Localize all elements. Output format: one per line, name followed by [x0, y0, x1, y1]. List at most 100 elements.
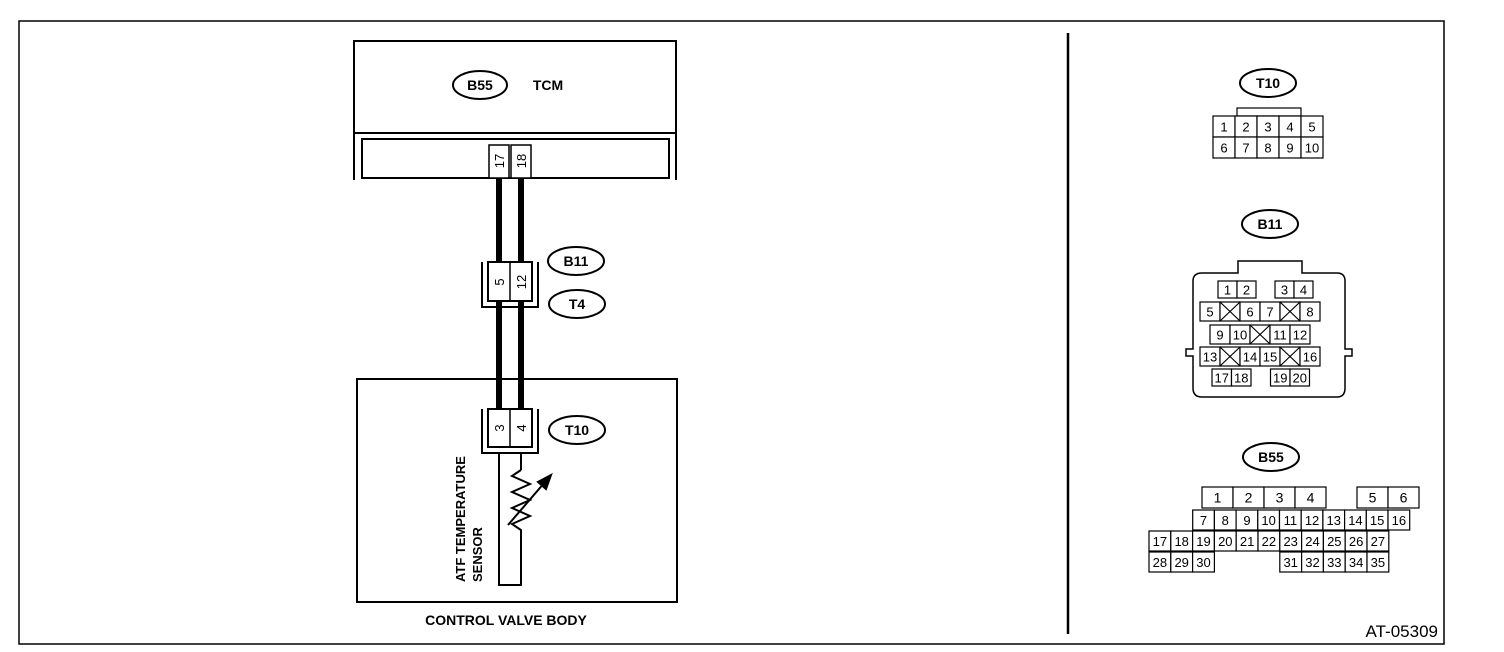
figure-code: AT-05309	[1366, 622, 1438, 641]
legend-t10-pin: 2	[1242, 120, 1249, 135]
legend-b55-cell	[1191, 551, 1215, 573]
legend-b11-cell	[1289, 324, 1311, 345]
legend-t10-pin: 6	[1220, 141, 1227, 156]
legend-b55-pin: 6	[1400, 490, 1408, 506]
legend-b11-pin: 9	[1216, 328, 1223, 343]
legend-b55-pin: 5	[1369, 490, 1377, 506]
tcm-name: TCM	[533, 77, 563, 93]
legend-b11-cell	[1236, 280, 1257, 299]
legend-t10-badge	[1239, 68, 1297, 98]
legend-b55-pin: 31	[1283, 555, 1297, 570]
legend-b55-pin: 10	[1261, 513, 1275, 528]
legend-b55-pin: 17	[1153, 534, 1167, 549]
legend-b55-pin: 32	[1305, 555, 1319, 570]
legend-b11-pin: 11	[1273, 328, 1287, 343]
t10-pin-4: 4	[514, 424, 529, 431]
legend-t10-pin: 8	[1264, 141, 1271, 156]
legend-b55-pin: 25	[1327, 534, 1341, 549]
legend-b55-pin: 35	[1371, 555, 1385, 570]
diagram-frame	[18, 20, 1445, 645]
legend-b11-blank-cross	[1249, 324, 1271, 345]
legend-b11-pin: 18	[1234, 371, 1248, 386]
legend-b55-pin: 21	[1240, 534, 1254, 549]
legend-t10-pin: 3	[1264, 120, 1271, 135]
legend-b55-cell	[1366, 530, 1390, 552]
legend-b11-pin: 10	[1233, 328, 1247, 343]
t10-id: T10	[565, 422, 589, 438]
legend-b55-pin: 30	[1196, 555, 1210, 570]
legend-b11-badge	[1241, 209, 1299, 239]
t10-pin-3: 3	[492, 424, 507, 431]
legend-b55-pin: 2	[1245, 490, 1253, 506]
inline-connector-bracket	[481, 262, 539, 308]
legend-b55-pin: 28	[1153, 555, 1167, 570]
t10-badge	[548, 415, 606, 445]
legend-b11-pin: 20	[1293, 371, 1307, 386]
legend-b11-cell	[1230, 368, 1252, 387]
legend-t10-pin: 5	[1308, 120, 1315, 135]
legend-b11-pin: 8	[1306, 305, 1313, 320]
legend-b11-pin: 1	[1224, 283, 1231, 298]
t4-badge	[548, 289, 606, 319]
legend-b55-cell	[1294, 486, 1327, 509]
legend-b11-blank-cross	[1279, 301, 1301, 322]
tcm-connector-id: B55	[467, 77, 493, 93]
t10-connector-bracket	[481, 409, 539, 454]
b11-badge	[547, 246, 605, 276]
legend-t10-id: T10	[1256, 75, 1280, 91]
thermistor-symbol	[498, 453, 553, 586]
legend-b11-pin: 7	[1266, 305, 1273, 320]
legend-b11-cell	[1289, 368, 1311, 387]
legend-b11-pin: 14	[1243, 350, 1257, 365]
legend-b11-cell	[1299, 301, 1321, 322]
legend-b11-pin: 15	[1263, 350, 1277, 365]
tcm-box	[353, 40, 677, 134]
legend-b55-pin: 1	[1214, 490, 1222, 506]
legend-b55-pin: 19	[1196, 534, 1210, 549]
legend-b11-pin: 13	[1203, 350, 1217, 365]
legend-b55-pin: 8	[1222, 513, 1229, 528]
legend-b55-pin: 14	[1348, 513, 1362, 528]
legend-t10-key	[1236, 107, 1302, 117]
legend-t10-pin: 10	[1305, 141, 1319, 156]
sensor-label-line-2: SENSOR	[470, 526, 485, 582]
legend-b11-blank-cross	[1219, 346, 1241, 367]
legend-b55-pin: 24	[1305, 534, 1319, 549]
legend-b55-pin: 20	[1218, 534, 1232, 549]
legend-b55-id: B55	[1258, 449, 1284, 465]
legend-b11-pin: 17	[1215, 371, 1229, 386]
legend-b11-blank-cross	[1279, 346, 1301, 367]
legend-t10-pin: 1	[1220, 120, 1227, 135]
t4-id: T4	[569, 296, 586, 312]
legend-b55-pin: 12	[1305, 513, 1319, 528]
tcm-pin-17: 17	[492, 154, 507, 168]
legend-b55-pin: 18	[1174, 534, 1188, 549]
legend-b55-cell	[1387, 509, 1411, 531]
legend-b11-cell	[1299, 346, 1321, 367]
tcm-pin-18: 18	[514, 154, 529, 168]
legend-b55-pin: 7	[1200, 513, 1207, 528]
control-valve-body-label: CONTROL VALVE BODY	[425, 612, 587, 628]
legend-b55-pin: 23	[1283, 534, 1297, 549]
sensor-label-line-1: ATF TEMPERATURE	[453, 456, 468, 582]
legend-b55-pin: 26	[1349, 534, 1363, 549]
legend-b11-pin: 5	[1206, 305, 1213, 320]
inline-pin-12: 12	[514, 275, 529, 289]
legend-b11-cell	[1293, 280, 1314, 299]
legend-b11-pin: 16	[1303, 350, 1317, 365]
legend-b55-pin: 15	[1370, 513, 1384, 528]
legend-t10-pin: 9	[1286, 141, 1293, 156]
legend-b55-pin: 29	[1174, 555, 1188, 570]
legend-b11-pin: 2	[1243, 283, 1250, 298]
legend-b11-pin: 12	[1293, 328, 1307, 343]
legend-b55-pin: 27	[1371, 534, 1385, 549]
legend-t10-pin: 4	[1286, 120, 1293, 135]
legend-b55-pin: 34	[1349, 555, 1363, 570]
legend-b55-pin: 22	[1262, 534, 1276, 549]
legend-b55-cell	[1366, 551, 1390, 573]
legend-b55-pin: 4	[1307, 490, 1315, 506]
